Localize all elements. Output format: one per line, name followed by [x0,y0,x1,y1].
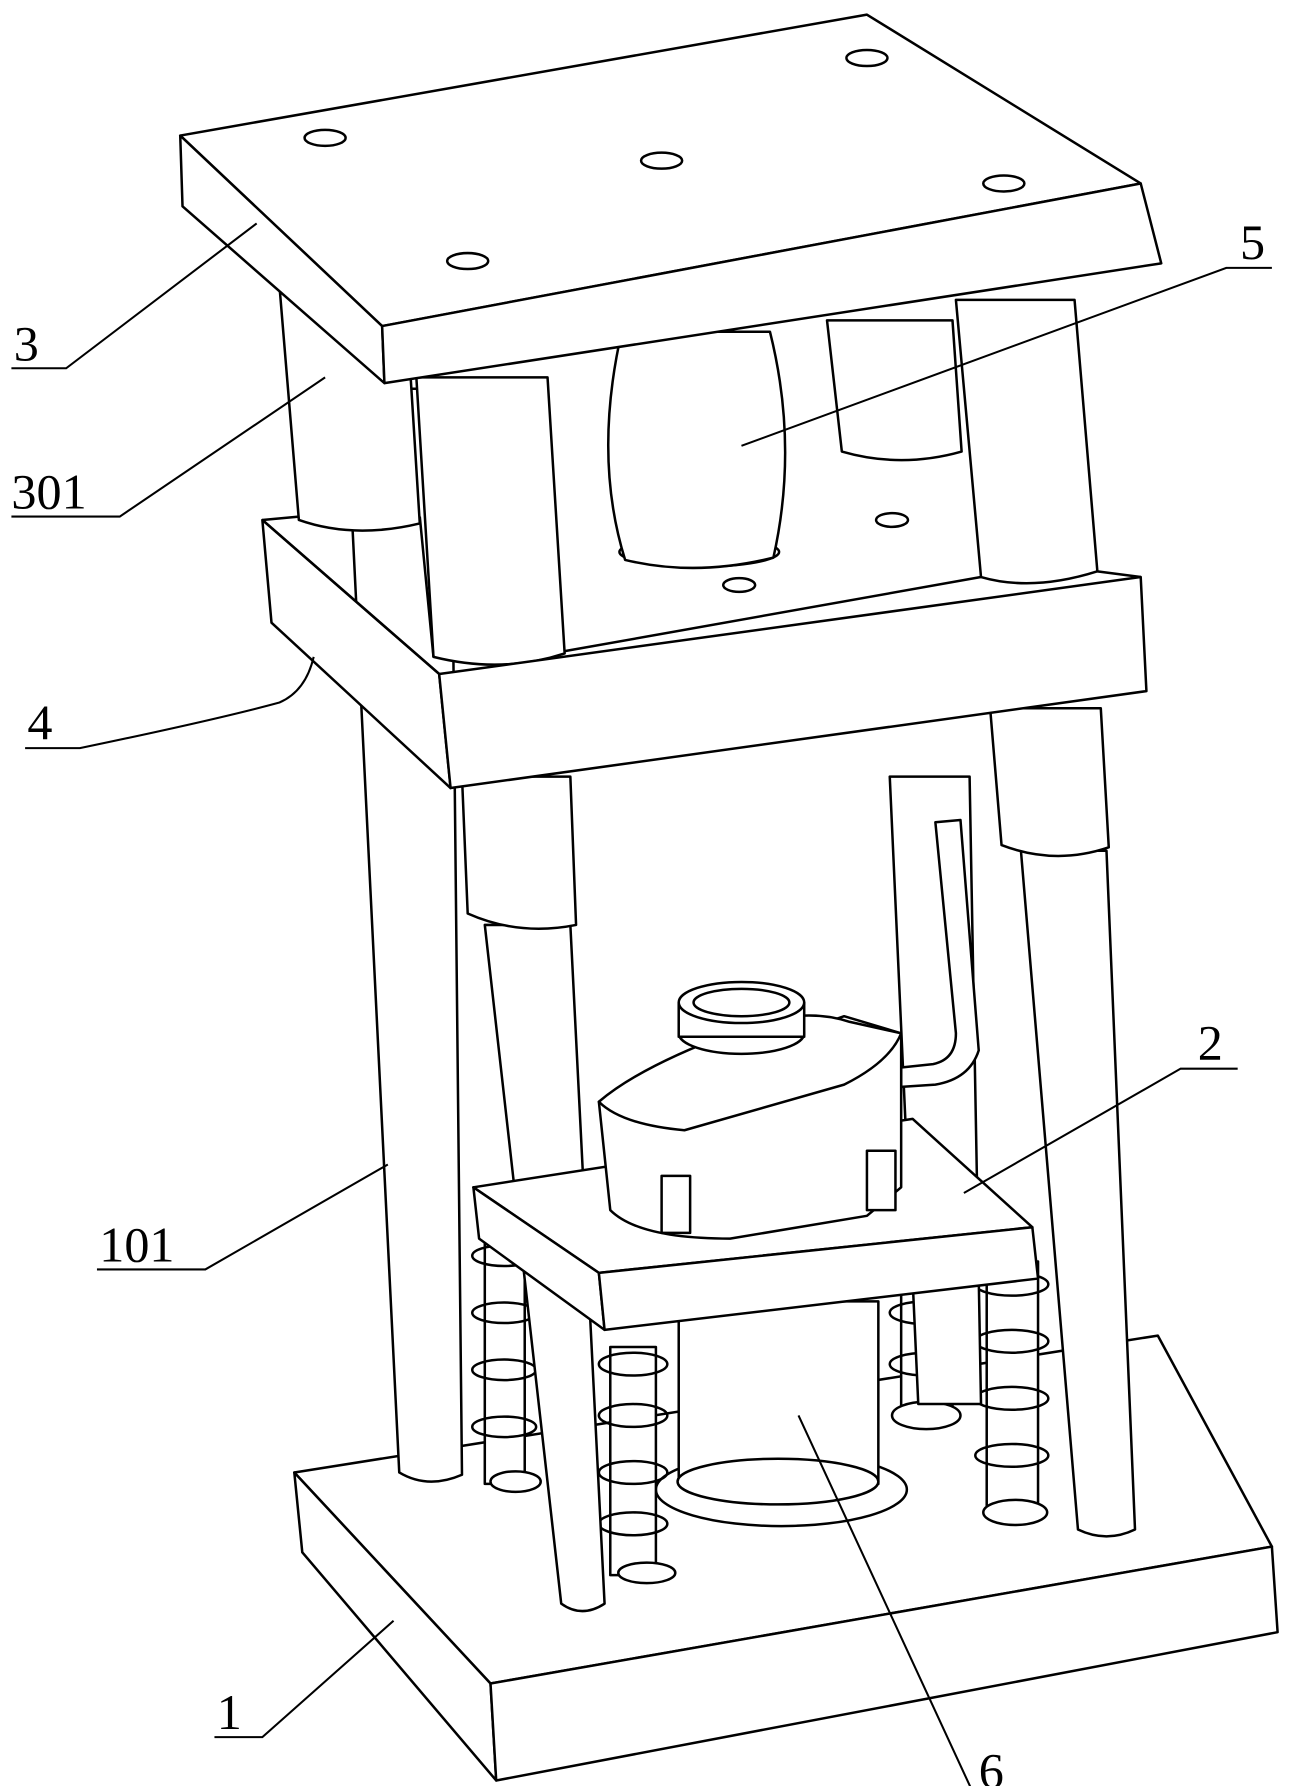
label-301: 301 [11,377,325,519]
label-1: 1 [214,1621,393,1740]
svg-text:301: 301 [11,464,86,520]
label-101: 101 [97,1164,388,1272]
bushing-front-right [990,708,1109,856]
cylinder [656,1301,907,1526]
svg-text:1: 1 [217,1684,242,1740]
bolt-hole [983,175,1024,191]
spring [975,1261,1048,1525]
motor-block [599,982,901,1239]
upper-column-front-right [956,300,1097,583]
label-3: 3 [11,223,256,371]
svg-text:101: 101 [99,1216,174,1272]
bolt-hole [846,50,887,66]
bushing-front-left [462,777,576,929]
svg-text:3: 3 [14,315,39,371]
bolt-hole [641,153,682,169]
label-4: 4 [25,657,314,750]
bolt-hole [447,253,488,269]
svg-text:5: 5 [1240,214,1265,270]
upper-column-front-left [416,377,564,664]
svg-text:6: 6 [979,1742,1004,1786]
bolt-hole [305,130,346,146]
svg-text:2: 2 [1198,1015,1223,1071]
upper-block [608,332,785,568]
svg-text:4: 4 [27,694,52,750]
